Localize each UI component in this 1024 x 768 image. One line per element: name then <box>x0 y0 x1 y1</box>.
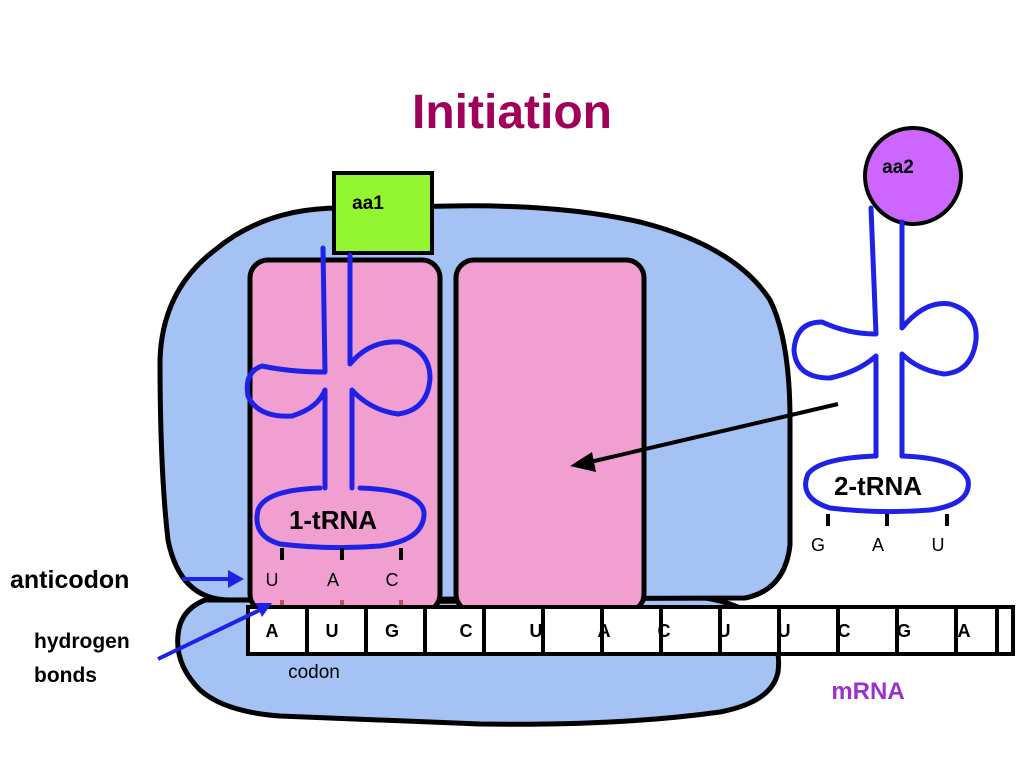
mrna-base-10: C <box>838 621 851 641</box>
hydrogen-bonds-label-line-1: hydrogen <box>34 630 130 653</box>
trna-2-anticodon-base-2: A <box>872 535 884 555</box>
amino-acid-2-circle <box>863 126 963 226</box>
trna-1-anticodon-ticks <box>280 548 403 560</box>
p-site <box>247 257 443 615</box>
mrna-base-12: A <box>958 621 971 641</box>
mrna-base-3: G <box>385 621 399 641</box>
hydrogen-bonds-label-line-2: bonds <box>34 664 97 687</box>
trna-1-anticodon-base-2: A <box>327 570 339 590</box>
mrna-base-1: A <box>266 621 279 641</box>
mrna-outline <box>246 605 1015 656</box>
trna-2-anticodon-ticks <box>826 514 949 526</box>
codon-label: codon <box>288 662 340 683</box>
mrna-base-8: U <box>718 621 731 641</box>
anticodon-arrow <box>182 570 244 588</box>
trna-2-label: 2-tRNA <box>834 471 922 501</box>
mrna-base-7: C <box>658 621 671 641</box>
entry-arrow <box>570 402 839 472</box>
amino-acid-1-label: aa1 <box>352 193 384 214</box>
mrna-strand: A U G C U A C U U C G A <box>246 605 1015 656</box>
mrna-base-4: C <box>460 621 473 641</box>
mrna-dividers <box>305 607 999 654</box>
mrna-base-6: A <box>598 621 611 641</box>
mrna-base-11: G <box>897 621 911 641</box>
trna-2-anticodon-base-1: G <box>811 535 825 555</box>
mrna-base-9: U <box>778 621 791 641</box>
hydrogen-bonds-arrow <box>157 603 272 661</box>
page-title: Initiation <box>412 86 612 139</box>
amino-acid-1-box <box>332 171 434 255</box>
trna-2-structure <box>791 205 979 515</box>
trna-1-anticodon-base-1: U <box>266 570 279 590</box>
mrna-label: mRNA <box>831 678 904 705</box>
trna-1-label: 1-tRNA <box>289 505 377 535</box>
mrna-base-5: U <box>530 621 543 641</box>
mrna-base-2: U <box>326 621 339 641</box>
a-site <box>453 257 647 615</box>
anticodon-label: anticodon <box>10 566 129 594</box>
amino-acid-2-label: aa2 <box>882 157 914 178</box>
trna-1-anticodon-base-3: C <box>386 570 399 590</box>
trna-2-anticodon-base-3: U <box>932 535 945 555</box>
trna-1-structure <box>244 245 433 551</box>
